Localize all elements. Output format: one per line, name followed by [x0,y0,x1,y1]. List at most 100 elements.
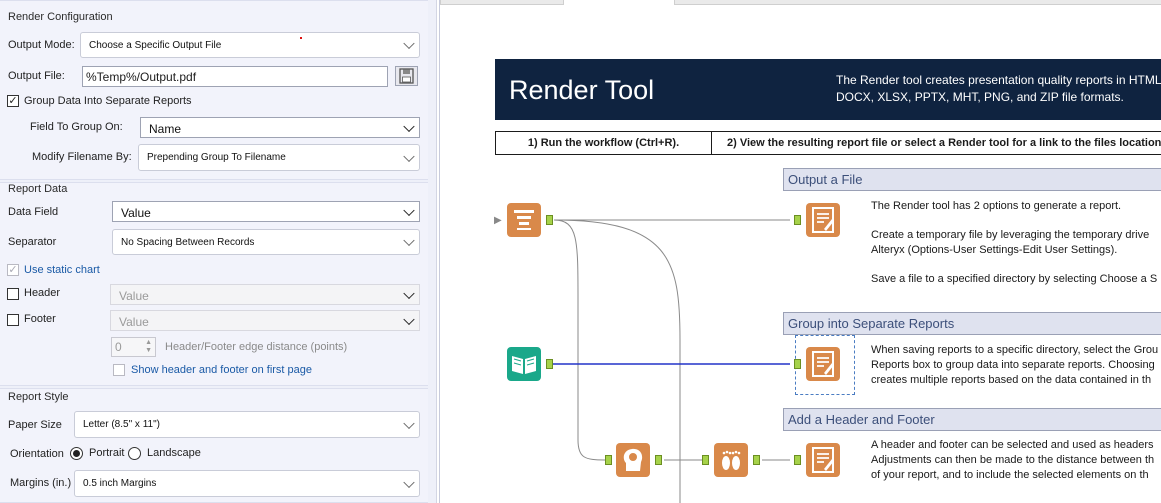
paper-size-value: Letter (8.5" x 11") [83,419,160,430]
report-text-tool[interactable] [507,203,541,237]
canvas-tab-left[interactable] [440,0,564,5]
report-data-title: Report Data [8,183,68,195]
margins-value: 0.5 inch Margins [83,478,157,489]
output-anchor[interactable] [546,359,553,369]
save-file-button[interactable] [395,66,418,86]
step-1-box: 1) Run the workflow (Ctrl+R). [495,131,712,155]
landscape-radio[interactable] [128,447,141,460]
report-header-tool[interactable] [616,443,650,477]
edge-distance-value: 0 [115,340,122,354]
edge-distance-label: Header/Footer edge distance (points) [165,341,348,353]
output-file-label: Output File: [8,70,65,82]
render-tool-3[interactable] [806,443,840,477]
stepper-down-icon[interactable]: ▼ [145,347,152,354]
input-anchor[interactable] [702,455,709,465]
render-configuration-panel: Render Configuration Output Mode: Choose… [0,0,428,180]
separator-value: No Spacing Between Records [121,237,255,248]
header-footer-text: A header and footer can be selected and … [871,438,1154,483]
text-line: Create a temporary file by leveraging th… [871,229,1150,241]
group-data-checkbox[interactable]: ✓ [7,95,19,107]
section-output-file: Output a File [783,168,1161,191]
render-tool-1[interactable] [806,203,840,237]
output-mode-label: Output Mode: [8,39,75,51]
render-icon [812,207,834,233]
chevron-down-icon [403,313,415,325]
edge-distance-stepper[interactable]: 0 ▲ ▼ [111,337,156,357]
input-anchor[interactable] [794,359,801,369]
data-field-dropdown[interactable]: Value [112,201,420,222]
paper-size-dropdown[interactable]: Letter (8.5" x 11") [74,411,420,438]
portrait-label: Portrait [89,447,125,459]
data-field-label: Data Field [8,206,59,218]
header-value: Value [119,289,149,303]
portrait-radio[interactable] [70,447,83,460]
output-mode-value: Choose a Specific Output File [89,40,222,51]
banner-desc-line-2: DOCX, XLSX, PPTX, MHT, PNG, and ZIP file… [836,90,1124,104]
footer-dropdown[interactable]: Value [110,310,420,331]
report-footer-tool[interactable] [714,443,748,477]
text-line: Adjustments can then be made to the dist… [871,454,1155,466]
chevron-down-icon [403,37,415,50]
chevron-down-icon [403,150,415,162]
panel-splitter[interactable] [436,0,440,503]
group-data-label: Group Data Into Separate Reports [24,95,192,107]
field-to-group-dropdown[interactable]: Name [140,117,420,138]
header-dropdown[interactable]: Value [110,284,420,305]
stepper-up-icon[interactable]: ▲ [145,339,152,346]
report-style-panel: Report Style Paper Size Letter (8.5" x 1… [0,388,428,503]
modify-filename-label: Modify Filename By: [32,151,132,163]
show-first-page-label: Show header and footer on first page [131,364,313,376]
group-reports-text: When saving reports to a specific direct… [871,343,1158,388]
output-anchor[interactable] [753,455,760,465]
input-anchor-icon: ▶ [494,215,502,226]
section-output-file-title: Output a File [788,172,863,187]
data-field-value: Value [121,206,151,220]
use-static-chart-checkbox[interactable]: ✓ [7,264,19,276]
chevron-down-icon [403,120,415,132]
output-anchor[interactable] [655,455,662,465]
header-checkbox[interactable] [7,288,19,300]
footer-checkbox[interactable] [7,314,19,326]
output-file-text: The Render tool has 2 options to generat… [871,199,1157,287]
text-line: The Render tool has 2 options to generat… [871,200,1122,212]
output-mode-dropdown[interactable]: Choose a Specific Output File [80,32,420,58]
text-line: A header and footer can be selected and … [871,439,1154,451]
paper-size-label: Paper Size [8,419,62,431]
input-anchor[interactable] [794,455,801,465]
footer-value: Value [119,315,149,329]
text-line: Save a file to a specified directory by … [871,273,1158,285]
field-to-group-value: Name [149,122,182,136]
separator-dropdown[interactable]: No Spacing Between Records [112,229,420,255]
configuration-panel: Render Configuration Output Mode: Choose… [0,0,436,503]
margins-dropdown[interactable]: 0.5 inch Margins [74,470,420,497]
chevron-down-icon [403,287,415,299]
landscape-label: Landscape [147,447,201,459]
input-anchor[interactable] [605,455,612,465]
save-icon [399,68,414,84]
show-first-page-checkbox[interactable] [113,364,125,376]
chevron-down-icon [403,476,415,488]
book-icon [512,356,536,374]
header-label: Header [24,287,61,299]
output-file-input[interactable]: %Temp%/Output.pdf [82,66,388,87]
separator-label: Separator [8,236,57,248]
canvas-tab-right[interactable] [674,0,1161,5]
use-static-chart-label: Use static chart [24,264,100,276]
section-header-footer: Add a Header and Footer [783,408,1161,431]
modify-filename-value: Prepending Group To Filename [147,152,286,163]
footprints-icon [722,450,741,470]
text-input-tool[interactable] [507,347,541,381]
modify-filename-dropdown[interactable]: Prepending Group To Filename [138,144,420,171]
report-text-icon [514,210,534,230]
render-tool-2[interactable] [806,347,840,381]
render-icon [812,351,834,377]
orientation-label: Orientation [10,448,64,460]
head-icon [623,448,643,471]
input-anchor[interactable] [794,215,801,225]
chevron-down-icon [403,234,415,247]
render-configuration-title: Render Configuration [8,11,113,23]
text-line: of your report, and to include the selec… [871,469,1149,481]
render-icon [812,447,834,473]
output-anchor[interactable] [546,215,553,225]
workflow-canvas[interactable]: Render Tool The Render tool creates pres… [440,0,1161,503]
